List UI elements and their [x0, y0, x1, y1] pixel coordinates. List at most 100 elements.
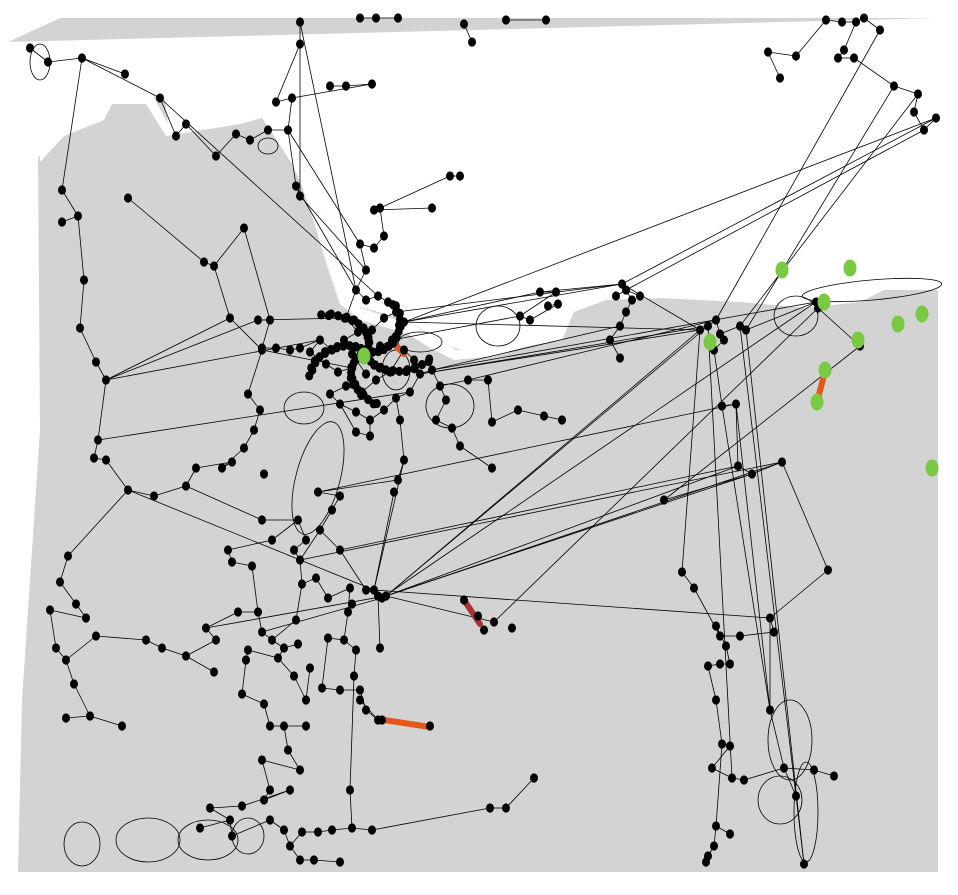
network-node — [402, 366, 411, 377]
network-edge — [229, 317, 263, 351]
network-node — [710, 841, 718, 851]
highlight-node — [810, 393, 824, 411]
network-node — [228, 457, 236, 467]
network-node — [380, 405, 388, 415]
network-node — [258, 755, 266, 765]
network-edge — [735, 403, 739, 467]
network-edge — [721, 405, 771, 711]
network-node — [356, 390, 365, 400]
network-node — [920, 125, 928, 135]
network-node — [778, 457, 786, 467]
network-edge — [529, 303, 559, 321]
network-edge — [319, 529, 341, 551]
network-node — [228, 557, 236, 567]
network-edge — [209, 805, 243, 809]
network-loop — [177, 819, 239, 861]
network-node — [44, 57, 52, 67]
network-edge — [67, 489, 129, 557]
network-node — [306, 347, 314, 357]
network-edge — [47, 57, 83, 63]
network-node — [622, 307, 630, 317]
network-node — [542, 15, 550, 25]
network-node — [484, 375, 492, 385]
network-node — [346, 785, 354, 795]
network-edge — [345, 83, 373, 87]
network-edge — [371, 807, 491, 831]
network-node — [359, 323, 368, 333]
network-node — [474, 611, 482, 621]
network-node — [182, 481, 190, 491]
network-node — [288, 93, 296, 103]
network-edge — [231, 819, 271, 837]
network-loop — [801, 277, 943, 303]
network-node — [606, 335, 614, 345]
network-loop — [773, 295, 819, 337]
highlight-node — [817, 293, 831, 311]
network-node — [490, 617, 498, 627]
network-node — [322, 359, 330, 369]
network-node — [374, 291, 382, 301]
network-node — [712, 695, 720, 705]
network-edge — [199, 819, 231, 829]
network-node — [516, 311, 524, 321]
network-edge — [343, 611, 349, 641]
network-node — [834, 53, 842, 63]
network-loop — [257, 137, 279, 155]
network-node — [92, 357, 100, 367]
network-node — [352, 645, 360, 655]
network-edge — [715, 699, 723, 745]
network-node — [718, 739, 726, 749]
network-edge — [97, 391, 411, 441]
network-edge — [491, 409, 519, 423]
network-node — [336, 545, 344, 555]
network-edge — [195, 461, 233, 469]
network-node — [326, 81, 334, 91]
network-node — [369, 399, 378, 409]
network-node — [396, 321, 405, 332]
network-edge — [61, 57, 83, 191]
network-node — [342, 81, 350, 91]
network-edge — [161, 647, 187, 657]
network-edge — [769, 569, 829, 619]
network-node — [296, 17, 304, 27]
network-node — [372, 13, 380, 23]
network-node — [526, 315, 534, 325]
network-node — [336, 399, 344, 409]
network-edge — [243, 227, 271, 321]
network-node — [318, 683, 326, 693]
highlight-node — [357, 347, 371, 365]
network-edge — [105, 317, 231, 381]
network-edge — [213, 265, 231, 319]
network-node — [254, 607, 262, 617]
network-edge — [59, 581, 77, 605]
network-node — [224, 545, 232, 555]
network-edge — [843, 21, 857, 51]
network-node — [824, 565, 832, 575]
network-edge — [395, 283, 623, 313]
network-node — [400, 455, 408, 465]
network-node — [226, 313, 234, 323]
network-edge — [295, 583, 303, 621]
network-node — [172, 131, 180, 141]
network-node — [460, 595, 468, 605]
network-node — [182, 119, 190, 129]
network-edge — [79, 327, 97, 363]
network-edge — [185, 639, 217, 657]
network-edge — [487, 379, 493, 423]
network-node — [391, 301, 400, 311]
network-node — [347, 362, 356, 372]
network-node — [200, 257, 208, 267]
highlight-node — [843, 259, 857, 277]
network-node — [290, 671, 298, 681]
network-edge — [781, 461, 829, 571]
network-node — [324, 633, 332, 643]
network-node — [344, 607, 352, 617]
network-edge — [377, 595, 381, 649]
network-node — [380, 231, 388, 241]
network-node — [766, 613, 774, 623]
network-node — [26, 43, 34, 53]
network-node — [428, 203, 436, 213]
network-node — [365, 337, 374, 347]
network-edge — [391, 315, 521, 341]
